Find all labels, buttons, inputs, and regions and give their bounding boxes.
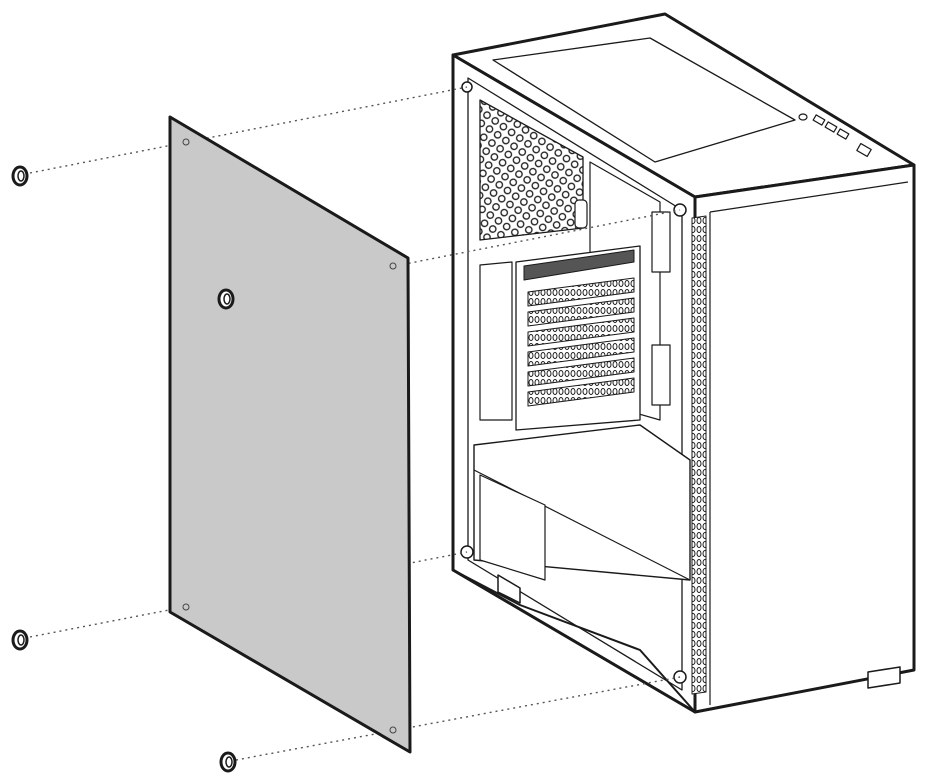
front-panel-top-edge: [709, 181, 909, 213]
side-panel-plate: [168, 115, 412, 754]
front-io-port: [856, 142, 872, 158]
thumbscrew-shaft: [17, 634, 25, 646]
thumbscrew-bottom-right: [219, 751, 237, 773]
pci-slot-cover: [527, 317, 635, 347]
tempered-glass-side-panel: [168, 115, 412, 754]
case-front-panel: [693, 163, 916, 714]
computer-case: [451, 12, 916, 714]
side-panel-hole: [389, 726, 397, 734]
front-io-port: [836, 128, 850, 140]
side-panel-hole: [182, 138, 190, 146]
pci-slot-cover: [527, 377, 635, 407]
rear-cable-cutout: [479, 261, 513, 421]
pci-slot-covers: [527, 277, 635, 407]
case-bottom-edge: [452, 569, 696, 713]
pci-slot-cover: [527, 357, 635, 387]
front-io-port: [798, 113, 808, 121]
front-io-port: [812, 114, 826, 126]
side-panel-hole: [389, 262, 397, 270]
io-shield-cutout: [574, 199, 588, 229]
thumbscrew-top-right: [217, 288, 235, 310]
drive-bay-upper: [651, 211, 671, 273]
thumbscrew-bottom-left: [11, 629, 29, 651]
front-io-panel: [798, 113, 872, 158]
thumbscrews: [11, 165, 237, 773]
pci-slot-cover: [527, 337, 635, 367]
guide-line-top-left: [29, 86, 468, 174]
pci-slot-cover: [527, 277, 635, 307]
front-intake-strip: [691, 215, 707, 695]
thumbscrew-shaft: [223, 293, 231, 305]
case-top-vent: [492, 37, 796, 163]
case-foot-front: [867, 666, 901, 689]
pci-slot-cover: [527, 297, 635, 327]
drive-bay-lower: [651, 344, 671, 406]
thumbscrew-top-left: [11, 165, 29, 187]
case-foot-rear: [497, 574, 521, 604]
thumbscrew-shaft: [225, 756, 233, 768]
pci-slot-top-cover: [523, 249, 635, 281]
front-io-port: [824, 121, 838, 133]
thumbscrew-shaft: [17, 170, 25, 182]
side-panel-hole: [182, 603, 190, 611]
psu-bay-opening: [479, 474, 546, 581]
guide-line-top-right: [231, 209, 681, 299]
